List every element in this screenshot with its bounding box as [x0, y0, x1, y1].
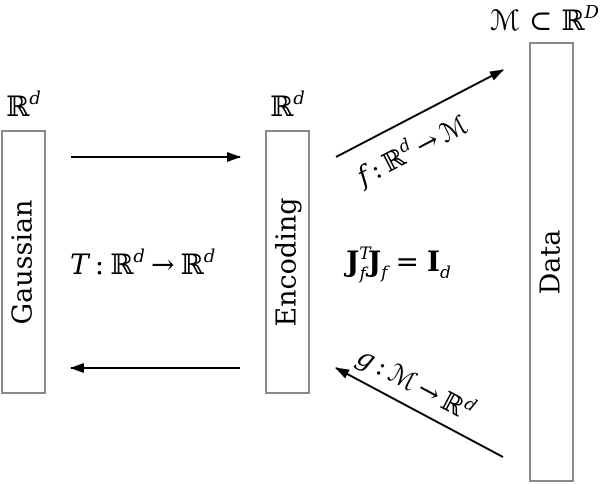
data-box — [529, 42, 574, 482]
data-manifold-label: ℳ ⊂ ℝD — [490, 2, 599, 37]
gaussian-box-label: Gaussian — [8, 200, 39, 325]
encoding-space-label: ℝd — [270, 88, 305, 123]
t-map-label: T:ℝd→ℝd — [70, 246, 215, 281]
encoding-box-label: Encoding — [272, 197, 303, 326]
decoder-arrow-f — [335, 69, 504, 158]
gaussian-box — [1, 130, 46, 394]
encoding-node: Encoding — [265, 130, 310, 394]
encoder-arrow-g — [335, 367, 504, 458]
g-map-label: g:ℳ→ℝd — [352, 339, 480, 428]
f-map-label: f:ℝd→ℳ — [349, 107, 473, 193]
data-node: Data — [529, 42, 574, 482]
gaussian-space-label: ℝd — [6, 88, 41, 123]
gaussian-node: Gaussian — [1, 130, 46, 394]
encoding-box — [265, 130, 310, 394]
data-box-label: Data — [536, 230, 567, 295]
